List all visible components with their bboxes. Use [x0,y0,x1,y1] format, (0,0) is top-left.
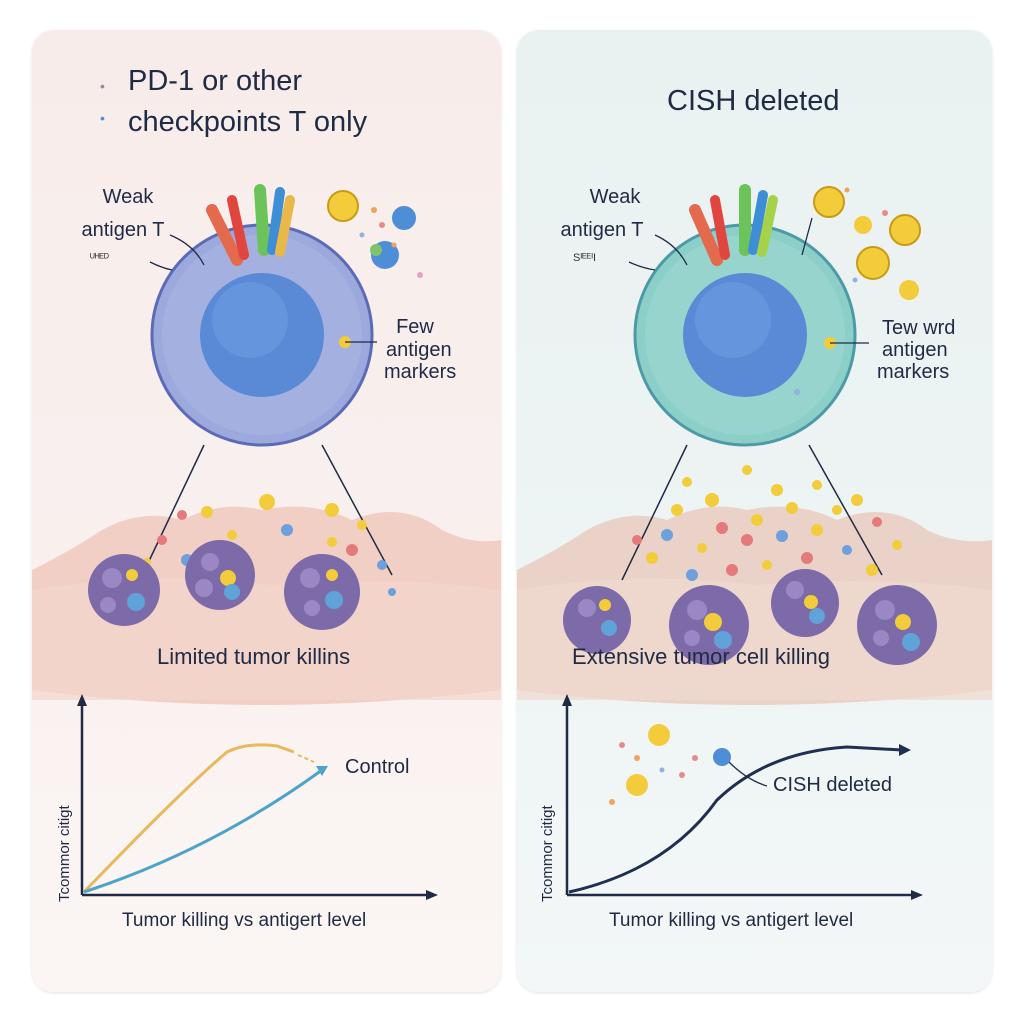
bullet-dot: • [100,78,105,94]
cell-link-line [621,444,688,581]
panel-cish-deleted: CISH deleted Weak antigen T SᴵᴱᴱᴵI Tew w… [517,30,992,992]
treatment-curve [83,768,323,894]
antigen-marker [392,206,416,230]
cell-link-line [139,444,205,581]
tumor-cell [669,585,749,665]
cell-link-line [321,444,393,576]
debris-dots [794,187,888,395]
tumor-cell [88,554,160,626]
few-markers-label-line3: markers [877,361,950,383]
left-illustration [32,184,501,900]
panel-checkpoint-only: • • PD-1 or other checkpoints T only Wea… [32,30,501,992]
antigen-marker [626,774,648,796]
weak-antigen-label-line2: antigen T [81,219,165,241]
cell-link-line [808,444,883,576]
debris-dots [359,207,423,278]
panel-title-line2: checkpoints T only [128,106,368,138]
legend-cish-deleted: CISH deleted [773,774,892,796]
tumor-cell [185,540,255,610]
x-axis-label: Tumor killing vs antigert level [609,910,854,931]
panel-title-line1: PD-1 or other [128,65,303,97]
antigen-marker [813,186,845,218]
x-axis-label: Tumor killing vs antigert level [122,910,367,931]
few-markers-label-line1: Few [396,316,434,338]
small-label: ᵁᴴᴱᴰ [90,252,109,264]
antigen-marker [899,280,919,300]
cytokine-particles [632,465,902,581]
weak-antigen-label-line1: Weak [589,186,641,208]
tumor-cell [563,586,631,654]
small-label: SᴵᴱᴱᴵI [573,252,597,264]
few-markers-label-line1: Tew wrd [882,317,956,339]
antigen-marker [856,246,890,280]
antigen-marker [854,216,872,234]
receptors [689,184,778,266]
antigen-marker [327,190,359,222]
outcome-caption: Extensive tumor cell killing [572,644,830,669]
weak-antigen-label-line1: Weak [102,186,154,208]
antigen-marker [648,724,670,746]
antigen-marker [713,748,731,766]
graph-right [562,694,923,900]
y-axis-label: Tcommor citigt [539,805,556,902]
few-markers-label-line2: antigen [882,339,948,361]
tumor-cell [857,585,937,665]
cish-curve [568,745,903,894]
outcome-caption: Limited tumor killins [157,644,351,669]
right-illustration [517,184,992,900]
graph-left [77,694,438,900]
few-markers-label-line3: markers [384,361,457,383]
few-markers-label-line2: antigen [386,339,452,361]
legend-control: Control [345,756,410,778]
tumor-cell [771,569,839,637]
antigen-marker [889,214,921,246]
weak-antigen-label-line2: antigen T [560,219,644,241]
receptors [206,184,295,266]
bullet-dot: • [100,110,105,126]
cytokine-particles [143,494,396,596]
tumor-cell [284,554,360,630]
control-curve [82,743,295,894]
panel-title: CISH deleted [667,85,840,117]
y-axis-label: Tcommor citigt [56,805,73,902]
